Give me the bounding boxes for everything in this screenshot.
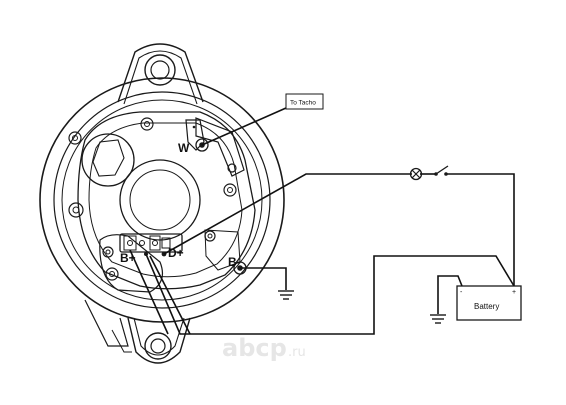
ground-icon: [278, 290, 294, 300]
watermark: abcp .ru: [222, 334, 306, 362]
tacho-box: To Tacho: [285, 93, 324, 110]
wire-b-plus-to-battery: [145, 253, 515, 335]
battery-box: [456, 285, 522, 321]
wire-to-battery-positive: [446, 173, 515, 286]
b-minus-terminal-label: B-: [228, 255, 241, 269]
wire-w-to-tacho: [201, 107, 287, 146]
rotor-hub: [119, 159, 201, 241]
bottom-mount-ear: [127, 317, 191, 364]
watermark-main: abcp: [222, 334, 287, 362]
battery-icon: Battery - +: [456, 285, 522, 321]
housing-outer: [39, 77, 285, 323]
lamp-icon: [409, 167, 423, 181]
b-plus-terminal-label: B+: [120, 251, 136, 265]
watermark-suffix: .ru: [288, 345, 306, 360]
battery-ground-icon: [430, 314, 446, 324]
switch-icon: [434, 165, 449, 176]
d-plus-terminal-label: D+: [168, 246, 184, 260]
w-terminal-label: W: [178, 141, 190, 155]
top-mount-ear: [117, 43, 204, 105]
tacho-label: To Tacho: [290, 100, 316, 107]
housing-bolts: [68, 117, 237, 281]
battery-positive-sign: +: [512, 289, 516, 296]
bearing-boss: [81, 133, 135, 187]
battery-label: Battery: [474, 302, 499, 311]
housing-inner: [53, 91, 271, 309]
battery-negative-sign: -: [460, 289, 463, 296]
wire-b-minus-ground: [240, 267, 287, 290]
wire-battery-negative-ground: [437, 275, 463, 314]
wire-d-plus: [163, 173, 412, 255]
alternator: [39, 43, 285, 364]
wiring: [129, 107, 515, 335]
